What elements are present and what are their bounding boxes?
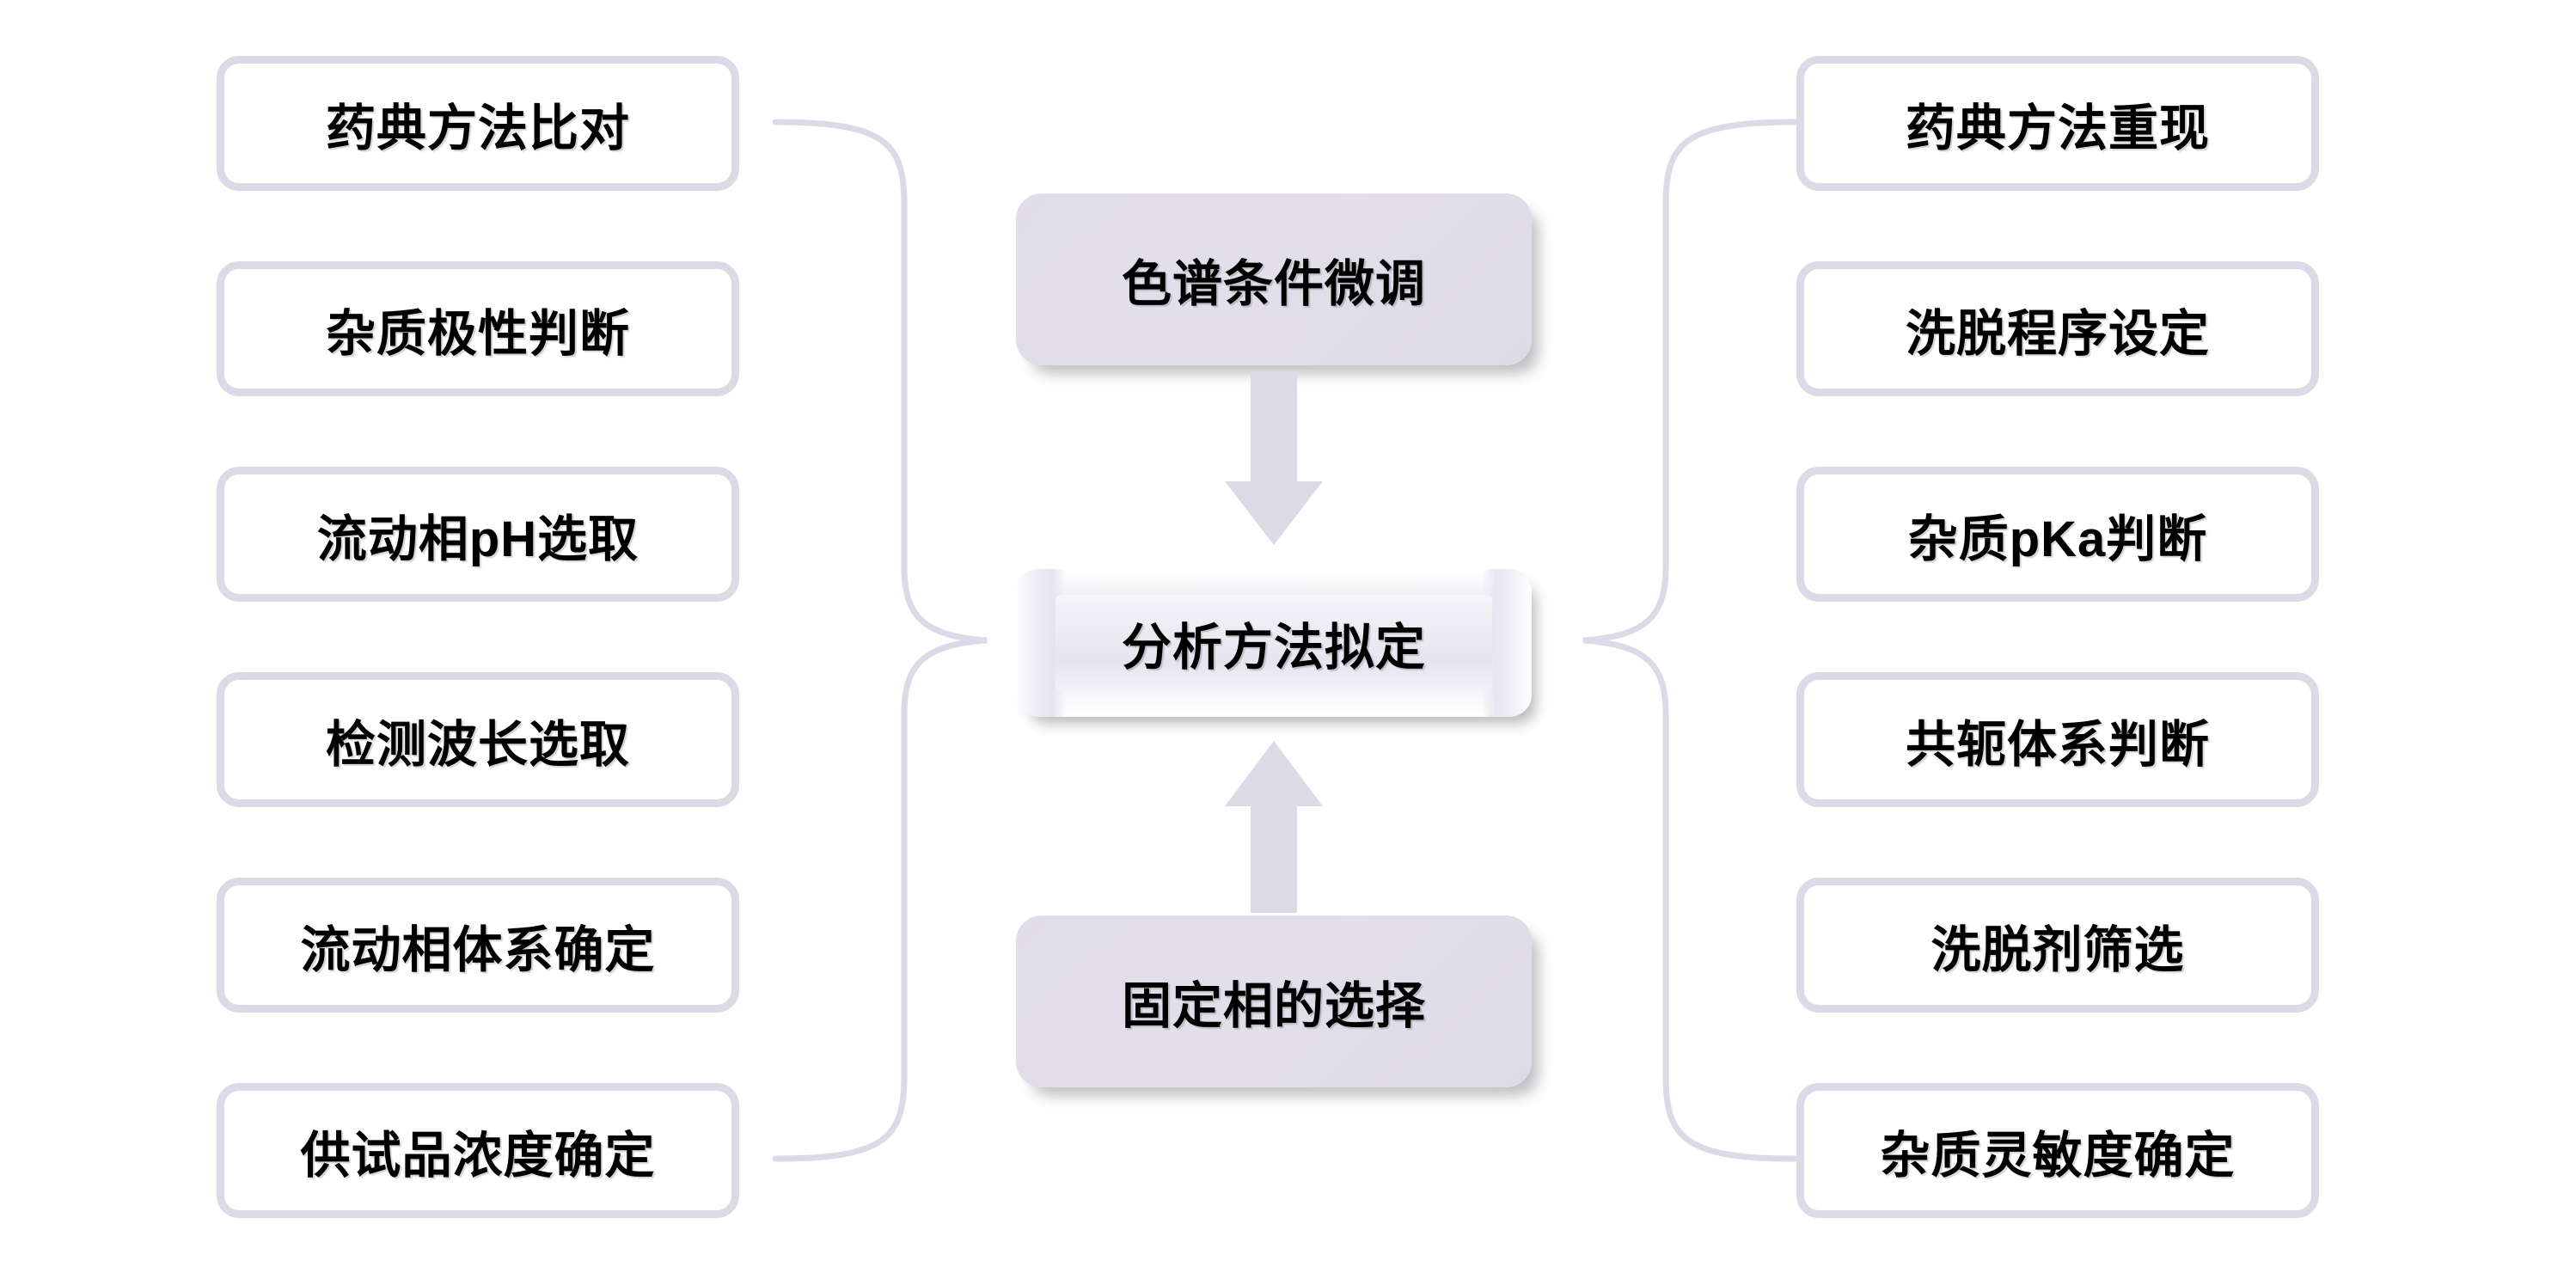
left-curly-brace	[772, 119, 988, 1162]
left-box-3-label: 流动相pH选取	[316, 511, 639, 567]
right-box-4-label: 共轭体系判断	[1905, 716, 2210, 773]
left-box-6[interactable]: 供试品浓度确定	[217, 1083, 739, 1218]
center-node-bottom-label: 固定相的选择	[1121, 978, 1426, 1034]
center-node-middle-label: 分析方法拟定	[1121, 620, 1426, 676]
left-box-5-label: 流动相体系确定	[300, 921, 656, 978]
left-box-4[interactable]: 检测波长选取	[217, 672, 739, 807]
left-box-2[interactable]: 杂质极性判断	[217, 261, 739, 396]
right-box-6[interactable]: 杂质灵敏度确定	[1796, 1083, 2319, 1218]
center-node-chromatography-tuning[interactable]: 色谱条件微调	[1016, 193, 1532, 365]
arrow-up-to-analysis-method	[1225, 741, 1323, 913]
left-box-2-label: 杂质极性判断	[325, 305, 630, 362]
arrow-down-to-analysis-method	[1225, 371, 1323, 545]
right-box-1[interactable]: 药典方法重现	[1796, 56, 2319, 191]
left-box-1[interactable]: 药典方法比对	[217, 56, 739, 191]
left-box-6-label: 供试品浓度确定	[300, 1127, 656, 1184]
left-box-1-label: 药典方法比对	[325, 100, 630, 156]
right-curly-brace	[1582, 119, 1798, 1162]
left-box-4-label: 检测波长选取	[325, 716, 630, 773]
right-box-4[interactable]: 共轭体系判断	[1796, 672, 2319, 807]
bevel-inner-face	[1055, 595, 1492, 691]
right-box-2[interactable]: 洗脱程序设定	[1796, 261, 2319, 396]
right-box-5-label: 洗脱剂筛选	[1930, 921, 2185, 978]
right-box-5[interactable]: 洗脱剂筛选	[1796, 878, 2319, 1013]
left-box-3[interactable]: 流动相pH选取	[217, 467, 739, 602]
center-node-top-label: 色谱条件微调	[1121, 256, 1426, 312]
left-box-5[interactable]: 流动相体系确定	[217, 878, 739, 1013]
right-box-3[interactable]: 杂质pKa判断	[1796, 467, 2319, 602]
right-box-1-label: 药典方法重现	[1905, 100, 2210, 156]
center-node-analysis-method[interactable]: 分析方法拟定	[1016, 569, 1532, 717]
center-node-stationary-phase[interactable]: 固定相的选择	[1016, 915, 1532, 1087]
right-box-6-label: 杂质灵敏度确定	[1880, 1127, 2236, 1184]
right-box-3-label: 杂质pKa判断	[1907, 511, 2208, 567]
right-box-2-label: 洗脱程序设定	[1905, 305, 2210, 362]
